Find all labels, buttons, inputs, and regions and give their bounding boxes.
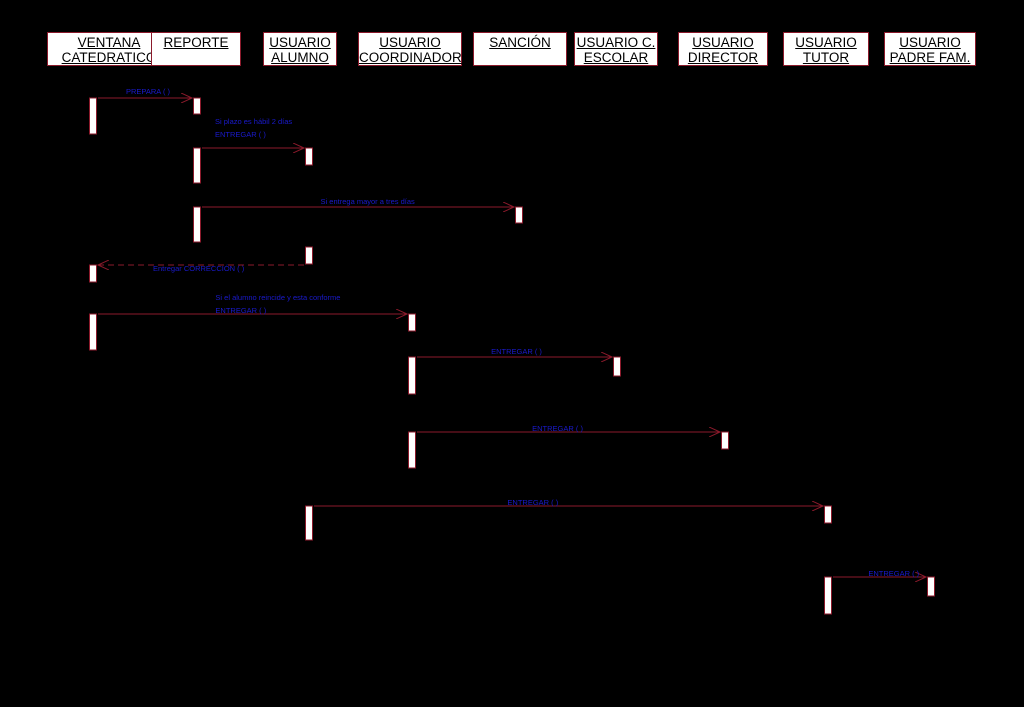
activation-bar [927, 576, 935, 597]
actor-label-line1: USUARIO [795, 35, 857, 50]
activation-bar [824, 576, 832, 615]
actor-label-line2: COORDINADOR [359, 50, 462, 65]
actor-label-line2: DIRECTOR [687, 50, 759, 65]
actor-label-line1: REPORTE [163, 35, 229, 50]
activation-bar [408, 431, 416, 469]
activation-bar [193, 97, 201, 115]
actor-label-line1: USUARIO [692, 35, 754, 50]
message-label: Entregar CORRECCIÓN ( ) [153, 264, 245, 273]
activation-bar [721, 431, 729, 450]
message-label: Si entrega mayor a tres días [321, 197, 415, 206]
actor-box-sancion: SANCIÓN [473, 32, 567, 66]
activation-bar [824, 505, 832, 524]
message-label: ENTREGAR ( ) [868, 569, 919, 578]
actor-box-reporte: REPORTE [151, 32, 241, 66]
activation-bar [89, 313, 97, 351]
activation-bar [515, 206, 523, 224]
message-label: ENTREGAR ( ) [215, 306, 266, 315]
activation-bar [408, 356, 416, 395]
message-label: ENTREGAR ( ) [532, 424, 583, 433]
actor-label-line2: ALUMNO [271, 50, 329, 65]
actor-label-line2: TUTOR [802, 50, 850, 65]
actor-label-line1: USUARIO C. [576, 35, 656, 50]
activation-bar [305, 505, 313, 541]
actor-label-line1: USUARIO [269, 35, 331, 50]
actor-label-line1: USUARIO [899, 35, 961, 50]
activation-bar [89, 264, 97, 283]
activation-bar [89, 97, 97, 135]
actor-label-line2: ESCOLAR [583, 50, 649, 65]
activation-bar [613, 356, 621, 377]
activation-bar [305, 147, 313, 166]
activation-bar [193, 147, 201, 184]
activation-bar [305, 246, 313, 265]
message-label: ENTREGAR ( ) [491, 347, 542, 356]
message-label: ENTREGAR ( ) [507, 498, 558, 507]
actor-label-line1: VENTANA [77, 35, 141, 50]
message-label: Si el alumno reincide y esta conforme [215, 293, 340, 302]
actor-label-line1: SANCIÓN [489, 35, 551, 50]
message-label: ENTREGAR ( ) [215, 130, 266, 139]
actor-label-line2: PADRE FAM. [889, 50, 971, 65]
actor-box-escolar: USUARIO C.ESCOLAR [574, 32, 658, 66]
message-label: PREPARA ( ) [126, 87, 171, 96]
message-label: Si plazo es hábil 2 días [215, 117, 292, 126]
actor-label-line2: CATEDRATICO [61, 50, 157, 65]
actor-label-line1: USUARIO [379, 35, 441, 50]
activation-bar [193, 206, 201, 243]
activation-bar [408, 313, 416, 332]
